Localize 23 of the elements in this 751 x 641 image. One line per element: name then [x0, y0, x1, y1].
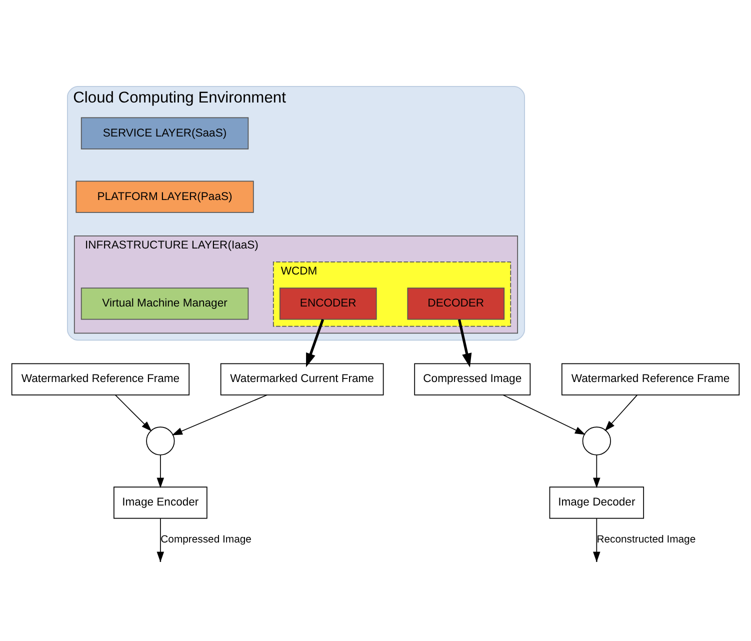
arrow	[156, 454, 164, 488]
arrow	[458, 319, 472, 368]
node-box: Compressed Image	[414, 363, 531, 396]
node-box: Watermarked Reference Frame	[561, 363, 740, 396]
node-circle	[146, 426, 175, 456]
arrow	[593, 454, 600, 488]
arrow	[306, 319, 324, 368]
node-box: PLATFORM LAYER(PaaS)	[76, 180, 254, 213]
arrow	[502, 394, 586, 435]
arrow	[114, 394, 152, 432]
node-box: Virtual Machine Manager	[80, 288, 249, 320]
arrow	[604, 394, 638, 432]
node-box: ENCODER	[279, 288, 377, 320]
node-box: SERVICE LAYER(SaaS)	[80, 117, 249, 150]
edge-label: Compressed Image	[160, 534, 252, 546]
node-box: Watermarked Current Frame	[220, 363, 384, 396]
arrow	[172, 394, 268, 436]
node-box: Image Decoder	[549, 486, 644, 519]
node-circle	[582, 426, 611, 456]
node-box: DECODER	[407, 288, 505, 320]
node-box: Image Encoder	[114, 486, 208, 519]
edge-label: Reconstructed Image	[596, 534, 696, 546]
node-box: Watermarked Reference Frame	[11, 363, 190, 396]
